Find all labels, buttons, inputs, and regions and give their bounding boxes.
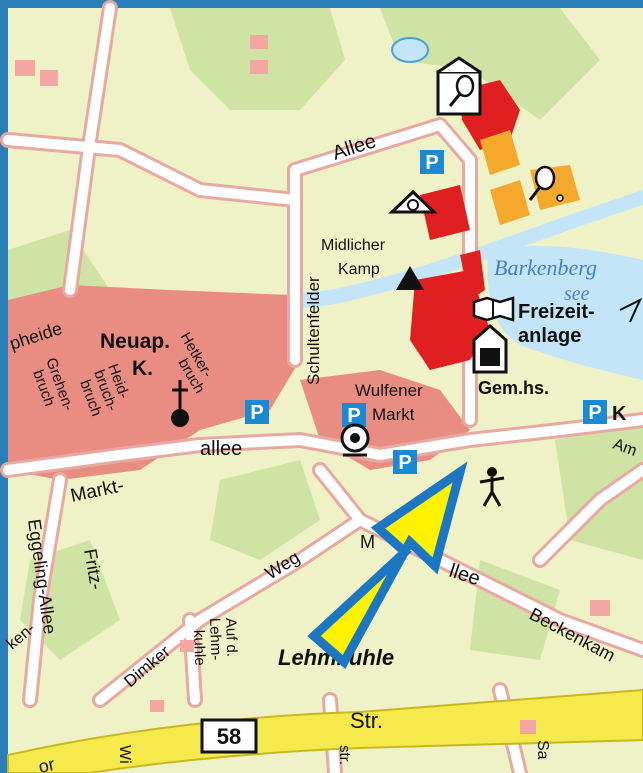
label-kuhle-small: kuhle <box>190 630 208 666</box>
location-arrow <box>307 461 468 670</box>
label-allee-left: allee <box>200 438 242 460</box>
parking-icon: P <box>420 150 444 174</box>
label-or: or <box>37 754 57 773</box>
svg-text:P: P <box>347 405 360 427</box>
label-barkenberg: Barkenberg <box>494 255 597 280</box>
svg-text:P: P <box>398 452 411 474</box>
svg-text:P: P <box>588 402 601 424</box>
buildings-orange <box>480 130 580 225</box>
label-gemhs: Gem.hs. <box>478 378 549 398</box>
svg-text:58: 58 <box>217 724 241 749</box>
label-str-vertical: str. <box>336 745 353 765</box>
label-freizeit: Freizeit- <box>518 301 595 323</box>
label-str: Str. <box>350 708 383 733</box>
tennis-icon <box>436 56 482 116</box>
road-number-badge: 58 <box>200 718 258 754</box>
label-neuap: Neuap. <box>100 330 170 353</box>
parking-icon: P <box>583 400 607 424</box>
sports-hall-icon <box>388 189 438 214</box>
label-m: M <box>360 532 375 552</box>
label-midlicher: Midlicher <box>321 237 386 254</box>
parking-icon: P <box>342 403 366 427</box>
building-icon <box>472 324 508 374</box>
label-see: see <box>564 283 590 305</box>
buildings-pink <box>15 35 610 734</box>
tennis-icon <box>528 165 564 202</box>
parking-signs: P P P P P <box>245 150 607 474</box>
parking-icon: P <box>245 400 269 424</box>
label-k: K. <box>132 357 153 380</box>
label-schultenfelder: Schultenfelder <box>304 276 323 385</box>
church-icon <box>171 380 189 427</box>
label-kamp: Kamp <box>338 261 380 278</box>
label-wulfener: Wulfener <box>355 381 423 400</box>
svg-text:P: P <box>250 402 263 424</box>
label-aufd: Auf d. <box>222 618 240 658</box>
highway-58 <box>7 688 643 773</box>
label-markt: Markt <box>372 405 415 424</box>
information-icon <box>340 423 370 457</box>
campsite-icon <box>396 266 424 290</box>
label-wi: Wi <box>116 745 133 764</box>
turn-arrow-icon <box>619 297 643 323</box>
book-icon <box>472 296 515 322</box>
playground-icon <box>479 467 505 507</box>
label-anlage: anlage <box>518 325 581 347</box>
label-k-right: K <box>612 403 627 425</box>
svg-text:P: P <box>425 152 438 174</box>
label-lehm: Lehm- <box>206 618 224 661</box>
label-sa: Sa <box>534 740 551 760</box>
parking-icon: P <box>393 450 417 474</box>
